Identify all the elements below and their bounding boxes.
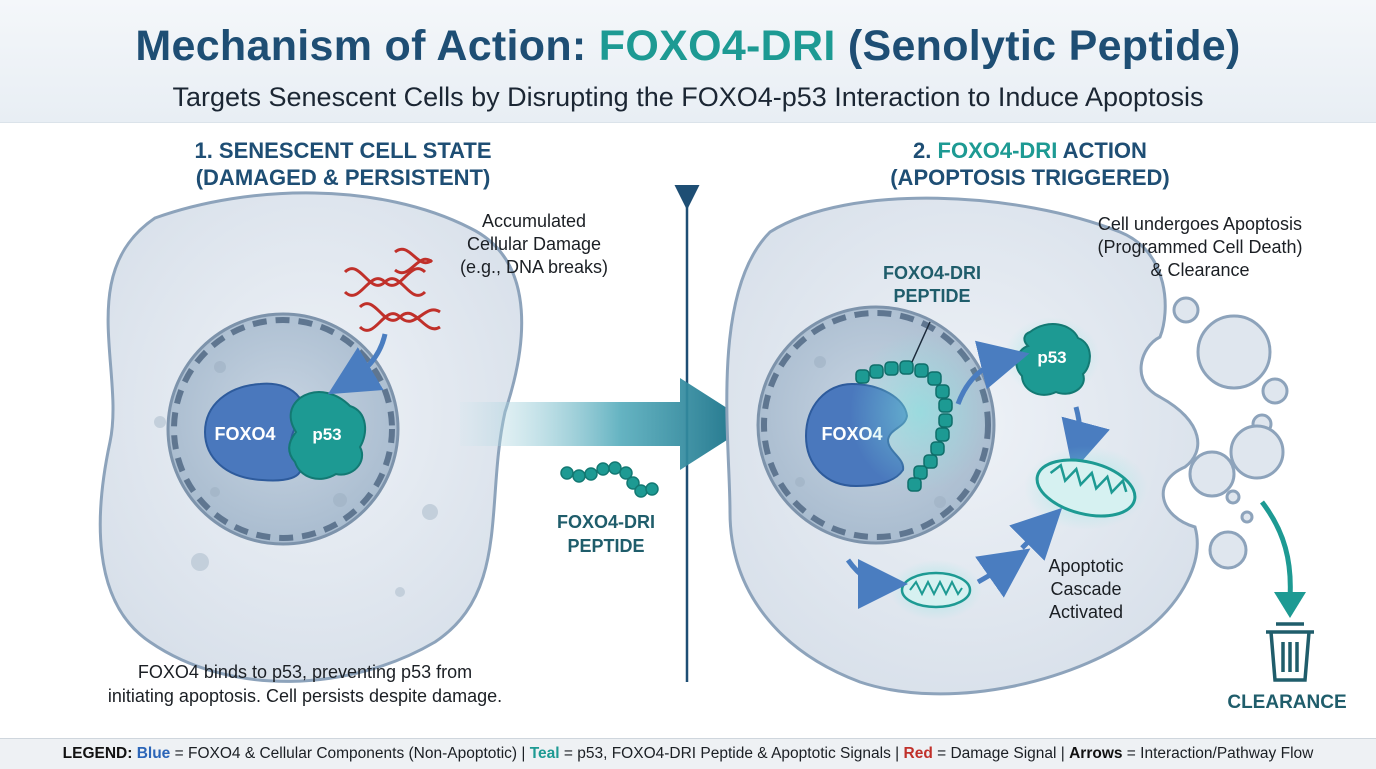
legend-red-word: Red: [903, 745, 933, 762]
legend-blue-desc: = FOXO4 & Cellular Components (Non-Apopt…: [170, 745, 530, 762]
peptide-label-middle-line1: FOXO4-DRI: [557, 512, 655, 532]
peptide-label-right-line1: FOXO4-DRI: [883, 263, 981, 283]
header: Mechanism of Action: FOXO4-DRI (Senolyti…: [0, 0, 1376, 123]
vesicle: [422, 504, 438, 520]
page-title: Mechanism of Action: FOXO4-DRI (Senolyti…: [135, 22, 1241, 70]
cascade-label-line3: Activated: [1049, 602, 1123, 622]
apoptotic-bodies: [1172, 296, 1289, 570]
peptide-pointer: [911, 321, 931, 363]
damage-arrow: [327, 333, 388, 395]
trash-can-icon: [1266, 622, 1314, 682]
peptide-label-middle-line2: PEPTIDE: [567, 536, 644, 556]
legend-prefix: LEGEND:: [62, 745, 133, 762]
legend-blue-word: Blue: [136, 745, 171, 762]
legend-teal-word: Teal: [529, 745, 560, 762]
transition-arrow: [460, 378, 752, 470]
cascade-label-line1: Apoptotic: [1048, 556, 1123, 576]
cascade-arrow-2: [975, 548, 1031, 598]
peptide-chain-right: [855, 360, 953, 492]
p53-label-right: p53: [1037, 348, 1066, 367]
right-heading-line1: 2. FOXO4-DRI ACTION: [913, 138, 1147, 163]
left-caption-line1: FOXO4 binds to p53, preventing p53 from: [138, 662, 472, 682]
damage-label-line1: Accumulated: [482, 211, 586, 231]
vesicle: [191, 553, 209, 571]
left-heading-line2: (DAMAGED & PERSISTENT): [196, 165, 491, 190]
vesicle: [395, 587, 405, 597]
clearance-arrow: [1260, 500, 1293, 599]
vesicle: [154, 416, 166, 428]
apoptosis-label-line1: Cell undergoes Apoptosis: [1098, 214, 1302, 234]
clearance-arrowhead: [1274, 592, 1306, 618]
damage-label-line2: Cellular Damage: [467, 234, 601, 254]
apoptosis-label-line2: (Programmed Cell Death): [1097, 237, 1302, 257]
clearance-label: CLEARANCE: [1227, 692, 1346, 713]
cascade-label-line2: Cascade: [1050, 579, 1121, 599]
dna-damage-icon: [343, 248, 441, 332]
page-subtitle: Targets Senescent Cells by Disrupting th…: [172, 82, 1204, 112]
peptide-label-right-line2: PEPTIDE: [893, 286, 970, 306]
foxo4-label-left: FOXO4: [214, 424, 275, 444]
p53-label-left: p53: [312, 425, 341, 444]
damage-label-line3: (e.g., DNA breaks): [460, 257, 608, 277]
apoptosis-label-line3: & Clearance: [1150, 260, 1249, 280]
mitochondrion-icon: [900, 571, 972, 609]
cascade-arrow-3: [1009, 507, 1063, 561]
legend-arrows-word: Arrows: [1069, 745, 1123, 762]
left-heading-line1: 1. SENESCENT CELL STATE: [194, 138, 491, 163]
mitochondrion-icon: [1035, 458, 1137, 518]
left-caption-line2: initiating apoptosis. Cell persists desp…: [108, 686, 502, 706]
p53-protein-left: [288, 391, 367, 480]
right-heading-line2: (APOPTOSIS TRIGGERED): [890, 165, 1170, 190]
mechanism-diagram: 1. SENESCENT CELL STATE (DAMAGED & PERSI…: [98, 138, 1347, 713]
peptide-chain-middle: [560, 461, 659, 498]
legend-bar: LEGEND: Blue = FOXO4 & Cellular Componen…: [0, 738, 1376, 769]
legend-arrows-desc: = Interaction/Pathway Flow: [1122, 745, 1314, 762]
cascade-arrow-1: [845, 558, 908, 609]
release-arrow: [955, 340, 1030, 405]
legend-red-desc: = Damage Signal |: [932, 745, 1070, 762]
legend-teal-desc: = p53, FOXO4-DRI Peptide & Apoptotic Sig…: [559, 745, 904, 762]
